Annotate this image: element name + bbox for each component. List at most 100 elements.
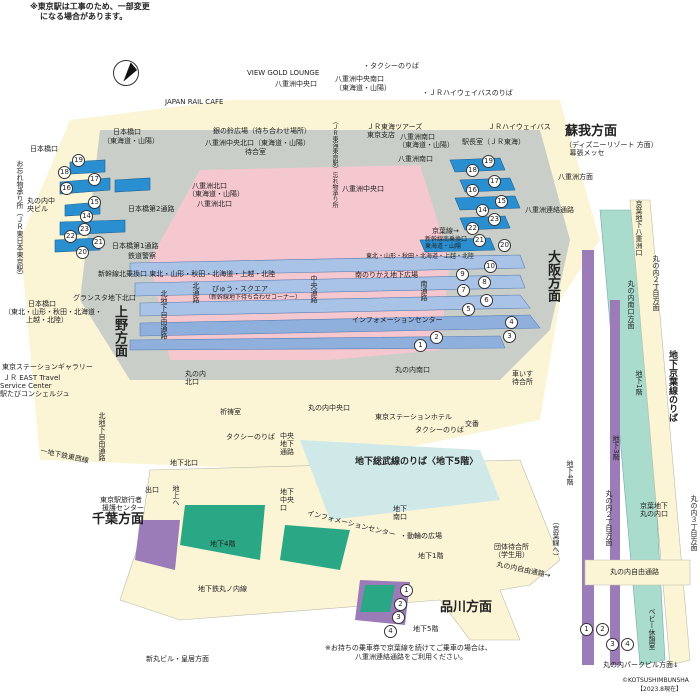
platform-number: 19 xyxy=(482,155,495,168)
label-keiyo-platform: 地下京葉線のりば xyxy=(667,350,677,422)
label-station-hotel: 東京ステーションホテル xyxy=(375,413,452,421)
label-ueno-direction: 上野方面 xyxy=(112,305,127,357)
platform-number: 17 xyxy=(88,173,101,186)
platform-number: 3 xyxy=(606,638,619,651)
label-osaka-direction: 大阪方面 xyxy=(545,250,560,302)
label-marunouchi-free-passage-2: 丸の内自由通路 xyxy=(610,568,659,576)
label-b5f: 地下5階 xyxy=(413,625,439,633)
platform-number: 1 xyxy=(580,623,593,636)
label-marunouchi-south: 丸の内南口 xyxy=(395,366,430,374)
label-date: 【2023.8現在】 xyxy=(637,686,682,693)
label-underground-central: 地下中央口 xyxy=(280,488,294,512)
label-marunouchi-line: 地下鉄丸ノ内線 xyxy=(198,585,247,593)
label-nihonbashi-tohoku-sub2: 上越・北陸） xyxy=(26,316,68,324)
label-nihonbashi-tokaido-sub: （東海道・山陽） xyxy=(103,137,159,145)
label-group-waiting: 団体待合所 xyxy=(494,543,529,551)
label-info-center[interactable]: インフォメーションセンター xyxy=(352,316,443,324)
platform-number: 1 xyxy=(414,339,427,352)
label-chiba-direction: 千葉方面 xyxy=(92,512,145,527)
label-wheelchair-waiting: 車いす待合所 xyxy=(512,370,533,386)
label-gallery: 東京ステーションギャラリー xyxy=(2,363,93,371)
label-shinkansen-south-transfer: 新幹線南乗換口 xyxy=(425,236,468,243)
label-service-center: Service Center xyxy=(0,382,52,390)
label-north-underground-passage: 北地下自由通路 xyxy=(160,290,168,339)
label-keiyo-marunouchi: 京葉地下丸の内口 xyxy=(640,502,668,518)
underground-central-area xyxy=(300,440,500,520)
platform-number: 18 xyxy=(466,164,479,177)
sobu-platform-b4-lower xyxy=(360,585,395,612)
label-marunouchi-central-bldg: 丸の内中央ビル xyxy=(27,197,55,213)
label-central-passage: 中央通路 xyxy=(310,275,318,303)
label-prayer-room: 祈祷室 xyxy=(220,408,241,416)
label-jr-tokai-tours: ＪＲ東海ツアーズ xyxy=(367,123,423,131)
label-central-underground: 中央地下通路 xyxy=(280,432,294,456)
label-keiyo-b4f: 地下4階 xyxy=(566,460,574,486)
label-marunouchi-central: 丸の内中央口 xyxy=(308,404,350,412)
label-shin-maru: 新丸ビル・皇居方面 xyxy=(146,655,209,663)
notice: ※東京駅は工事のため、一部変更になる場合があります。 xyxy=(30,2,150,21)
label-tohoku-lines: 東北・山形・秋田・北海道・上越・北陸 xyxy=(366,253,475,260)
platform-number: 20 xyxy=(498,239,511,252)
sobu-platform-b5 xyxy=(135,520,180,570)
keiyo-line-area xyxy=(582,199,691,666)
platform-number: 14 xyxy=(80,210,93,223)
north-arrow-icon xyxy=(113,60,139,86)
platform-number: 16 xyxy=(60,182,73,195)
label-soga-direction: 蘇我方面 xyxy=(565,124,618,139)
label-yaesu-direction: 八重洲方面 xyxy=(558,173,593,181)
label-yaesu-central-2: 八重洲中央口 xyxy=(342,185,384,193)
label-south-passage: 南通路 xyxy=(420,280,428,301)
label-lost-found-east: お忘れ物承り所（ＪＲ東日本東京駅） xyxy=(16,160,24,279)
label-marunouchi-3chome: 丸の内３丁目方面 xyxy=(690,495,698,551)
label-gin-no-suzu: 銀の鈴広場（待ち合わせ場所） xyxy=(213,127,311,135)
label-to-keiyo: （京葉線へ） xyxy=(552,518,560,560)
platform-number: 2 xyxy=(596,623,609,636)
label-jr-highway-bus-stop: ・ＪＲハイウェイバスのりば xyxy=(422,89,513,97)
platform-number: 3 xyxy=(503,330,516,343)
platform-number: 7 xyxy=(457,284,470,297)
label-yaesu-north: 八重洲北口 xyxy=(197,200,232,208)
platform-number: 17 xyxy=(488,175,501,188)
platform-number: 21 xyxy=(473,234,486,247)
label-jr-highway-bus: ＪＲハイウェイバス xyxy=(488,123,551,131)
label-nihonbashi: 日本橋口 xyxy=(30,145,58,153)
label-taxi-left: タクシーのりば xyxy=(226,433,275,441)
label-taxi-right: タクシーのりば xyxy=(415,426,464,434)
platform-number: 3 xyxy=(392,611,405,624)
platform-number: 20 xyxy=(76,246,89,259)
label-japan-rail-cafe: JAPAN RAIL CAFE xyxy=(165,98,224,106)
platform-number: 22 xyxy=(466,222,479,235)
platform-number: 14 xyxy=(476,204,489,217)
platform-number: 4 xyxy=(505,316,518,329)
sobu-platform-b4 xyxy=(180,505,265,560)
label-keiyo-note1: ※お持ちの乗車券で京葉線を続けてご乗車の場合は、 xyxy=(325,644,492,652)
label-traveler-aid-2: 援護センター xyxy=(102,504,144,512)
label-railway-police: 鉄道警察 xyxy=(128,252,156,260)
label-yaesu-north-tokaido: 八重洲北口 xyxy=(192,182,227,190)
label-nihonbashi-2: 日本橋第2通路 xyxy=(128,205,175,213)
label-nihonbashi-tohoku-sub1: （東北・山形・秋田・北海道・ xyxy=(4,308,102,316)
label-sobu-platform: 地下総武線のりば〈地下5階〉 xyxy=(355,457,479,467)
label-yaesu-south: 八重洲南口 xyxy=(398,155,433,163)
label-yaesu-central-south: 八重洲中央南口 xyxy=(335,75,384,83)
platform-number: 18 xyxy=(58,166,71,179)
label-south-transfer-plaza: 南のりかえ地下広場 xyxy=(355,271,418,279)
label-b1f: 地下1階 xyxy=(418,552,444,560)
label-lost-found-tokai: （ＪＲ東海東京駅）忘れ物承り所 xyxy=(331,118,338,208)
label-baby-room: ベビー休憩室 xyxy=(648,608,656,650)
label-keiyo-b1f: 地下1階 xyxy=(635,370,643,396)
label-to-ground: 地上へ xyxy=(172,485,180,506)
conventional-platforms xyxy=(129,254,541,351)
platform-number: 8 xyxy=(478,276,491,289)
label-shinkansen-south-transfer-sub: 東海道・山陽 xyxy=(425,243,462,250)
label-marunouchi-2chome: 丸の内２丁目方面 xyxy=(652,255,660,311)
label-park-bldg: 丸の内パークビル方面↓ xyxy=(603,661,679,669)
label-north-underground-2: 北地下自由通路 xyxy=(98,412,106,461)
label-marunouchi-2chome-2: 丸の内２丁目方面 xyxy=(605,490,613,546)
label-group-waiting-sub: （学生用） xyxy=(494,551,529,559)
label-underground-south: 地下南口 xyxy=(393,505,407,521)
platform-number: 23 xyxy=(488,213,501,226)
label-yaesu-north-tokaido-sub: （東海道・山陽） xyxy=(188,190,244,198)
label-yaesu-south-tokaido-sub: （東海道・山陽） xyxy=(398,141,454,149)
label-disney-makuhari: （ディズニーリゾート 方面） 幕張メッセ xyxy=(565,141,658,157)
